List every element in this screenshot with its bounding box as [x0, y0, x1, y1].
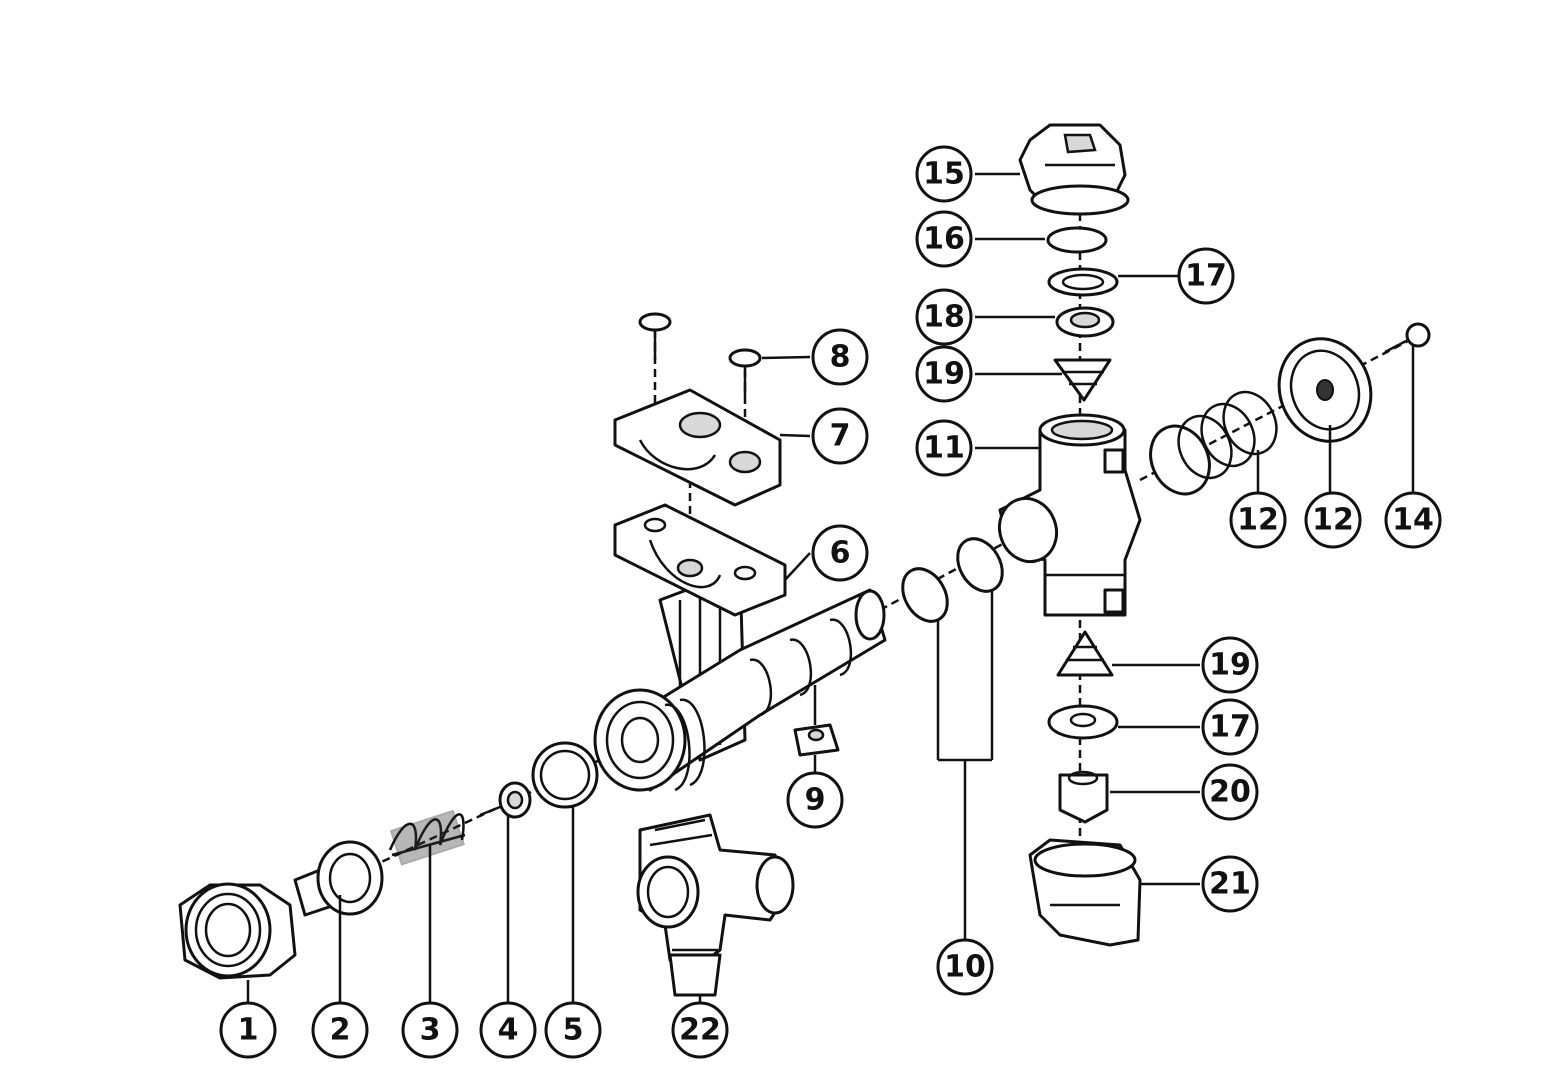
callout-17-top: 17	[1177, 247, 1235, 305]
part-cone-top	[1053, 358, 1112, 402]
leader-lines	[246, 172, 1415, 1003]
callout-12-spring: 12	[1229, 491, 1287, 549]
part-o-rings	[901, 537, 1004, 623]
svg-text:16: 16	[923, 222, 965, 257]
svg-text:18: 18	[923, 300, 965, 335]
svg-text:10: 10	[944, 950, 986, 985]
part-cone-bottom	[1056, 630, 1114, 677]
part-main-body	[593, 568, 887, 792]
svg-text:8: 8	[830, 340, 851, 375]
part-hex-nut	[1058, 770, 1109, 824]
callout-6: 6	[811, 524, 869, 582]
svg-text:2: 2	[330, 1013, 351, 1048]
callout-17-bottom: 17	[1201, 698, 1259, 756]
callout-7: 7	[811, 407, 869, 465]
svg-text:9: 9	[805, 783, 826, 818]
assembly-axis-right	[1139, 338, 1411, 482]
callout-22: 22	[671, 1001, 729, 1059]
callout-20: 20	[1201, 763, 1259, 821]
callout-10: 10	[936, 938, 994, 996]
callout-21: 21	[1201, 855, 1259, 913]
part-nut	[178, 882, 297, 980]
callout-4: 4	[479, 1001, 537, 1059]
callout-5: 5	[544, 1001, 602, 1059]
svg-text:21: 21	[1209, 867, 1251, 902]
part-filter	[1055, 306, 1115, 338]
part-top-cap	[1018, 123, 1130, 216]
callout-11: 11	[915, 419, 973, 477]
svg-text:17: 17	[1209, 710, 1251, 745]
svg-text:19: 19	[923, 357, 965, 392]
part-bottom-cap	[1028, 838, 1142, 947]
part-tee-fitting	[636, 813, 795, 997]
part-lower-clamp	[613, 503, 787, 617]
svg-text:6: 6	[830, 536, 851, 571]
svg-text:22: 22	[679, 1013, 721, 1048]
svg-text:20: 20	[1209, 775, 1251, 810]
part-valve-seat	[293, 840, 384, 917]
svg-text:1: 1	[238, 1013, 259, 1048]
part-small-screw	[1384, 322, 1431, 354]
svg-text:17: 17	[1185, 259, 1227, 294]
part-cross-body	[998, 413, 1142, 617]
part-spring-cap	[1277, 337, 1373, 443]
part-diaphragm	[531, 741, 599, 809]
part-small-nut	[793, 723, 840, 757]
svg-text:14: 14	[1392, 503, 1434, 538]
callout-19-bottom: 19	[1201, 636, 1259, 694]
svg-text:12: 12	[1237, 503, 1279, 538]
callout-1: 1	[219, 1001, 277, 1059]
svg-text:19: 19	[1209, 648, 1251, 683]
part-screws	[638, 312, 762, 396]
callout-16: 16	[915, 210, 973, 268]
svg-text:3: 3	[420, 1013, 441, 1048]
svg-text:12: 12	[1312, 503, 1354, 538]
svg-text:15: 15	[923, 157, 965, 192]
callout-12-cap: 12	[1304, 491, 1362, 549]
callout-19-top: 19	[915, 345, 973, 403]
callout-18: 18	[915, 288, 973, 346]
svg-text:4: 4	[498, 1013, 519, 1048]
part-upper-clamp	[613, 388, 782, 507]
part-ring-top	[1047, 267, 1119, 297]
callout-9: 9	[786, 771, 844, 829]
callout-3: 3	[401, 1001, 459, 1059]
callout-8: 8	[811, 328, 869, 386]
callout-2: 2	[311, 1001, 369, 1059]
callout-14: 14	[1384, 491, 1442, 549]
part-washer-top	[1046, 226, 1108, 254]
svg-text:5: 5	[563, 1013, 584, 1048]
part-small-valve	[479, 781, 532, 819]
svg-text:7: 7	[830, 419, 851, 454]
part-washer-bottom	[1047, 704, 1119, 740]
part-spring-small	[388, 809, 466, 866]
part-large-spring	[1149, 390, 1278, 496]
callout-15: 15	[915, 145, 973, 203]
svg-text:11: 11	[923, 431, 965, 466]
